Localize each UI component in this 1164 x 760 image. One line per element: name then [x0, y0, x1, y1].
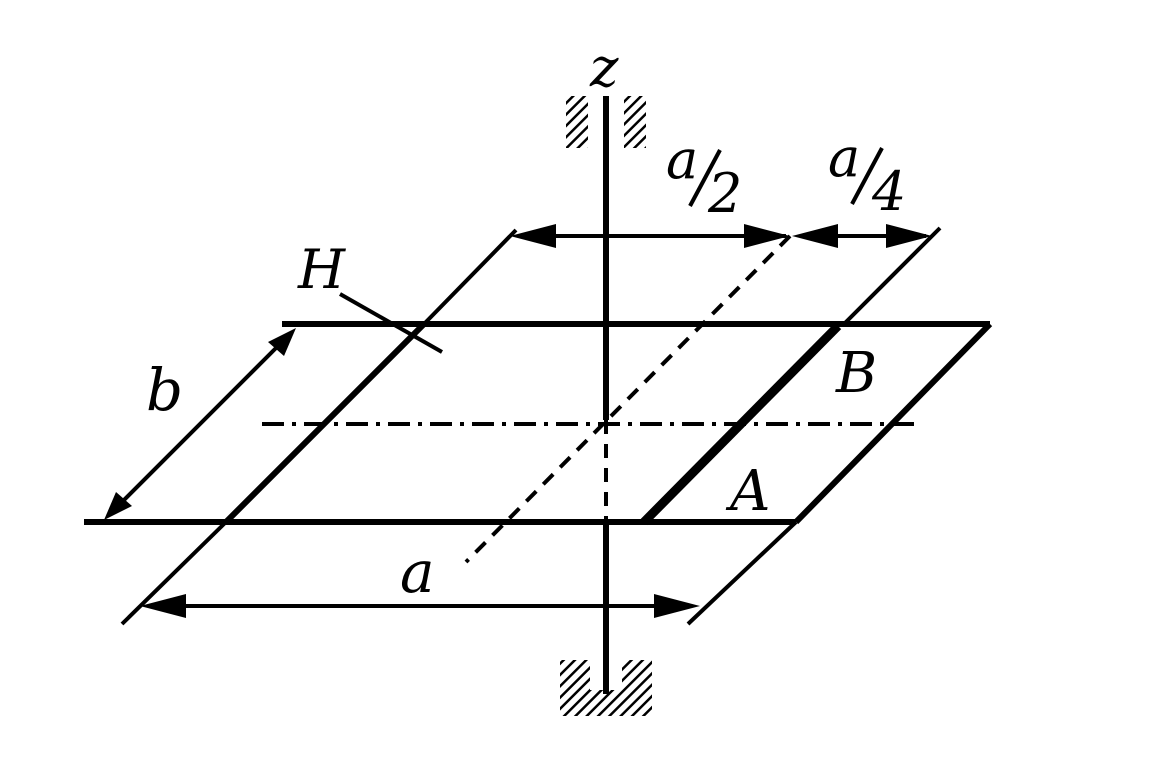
- dimension-a-half: [510, 224, 790, 248]
- rod-ab: [640, 322, 842, 526]
- dimension-a-quarter: [792, 224, 932, 248]
- label-a-dimension: a: [400, 538, 435, 606]
- extension-line-left-bottom: [120, 520, 228, 626]
- dimension-a: [140, 594, 700, 618]
- extension-line-right-bottom: [686, 520, 798, 626]
- bottom-thrust-bearing-support: [560, 660, 652, 716]
- label-h: H: [297, 238, 346, 301]
- svg-text:a: a: [666, 128, 698, 191]
- extension-line-left-top: [422, 228, 518, 326]
- label-z: z: [589, 36, 619, 99]
- svg-text:4: 4: [871, 160, 906, 223]
- extension-line-right-top: [842, 226, 942, 326]
- label-a-half: a 2: [666, 128, 742, 225]
- top-bearing-support: [566, 96, 646, 148]
- label-b-point: B: [835, 341, 877, 406]
- centerline-diagonal: [464, 234, 792, 564]
- label-a-point: A: [725, 459, 770, 524]
- label-a-quarter: a 4: [828, 126, 906, 223]
- svg-text:a: a: [828, 126, 860, 189]
- label-b-dimension: b: [146, 356, 183, 424]
- hinge-h-mark: [339, 292, 443, 354]
- dimension-b: [104, 328, 296, 520]
- svg-text:2: 2: [707, 162, 742, 225]
